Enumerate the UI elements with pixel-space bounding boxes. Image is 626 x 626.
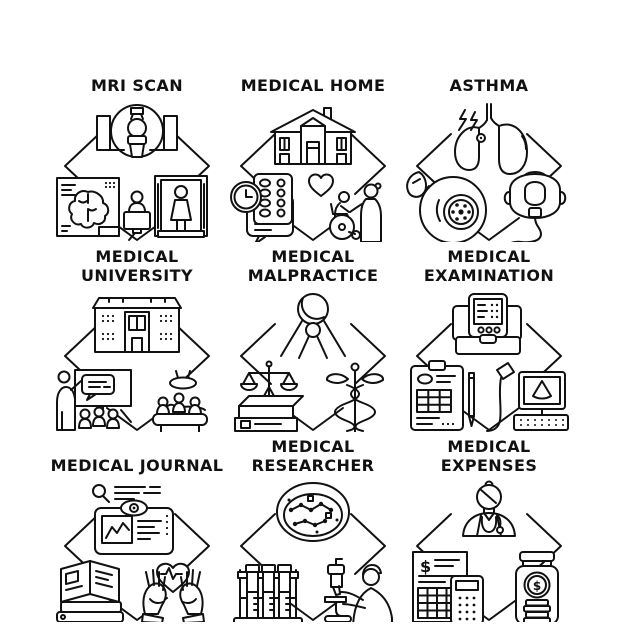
pill-blister-clock-icon bbox=[230, 173, 294, 242]
cell-title: MEDICAL MALPRACTICE bbox=[247, 246, 379, 286]
connector-lines bbox=[240, 513, 386, 621]
house-icon bbox=[270, 107, 356, 165]
concept-cell-medical-researcher: MEDICAL RESEARCHER bbox=[225, 432, 401, 622]
cell-title: ASTHMA bbox=[449, 76, 529, 96]
brain-scan-icon bbox=[56, 177, 120, 237]
university-building-icon bbox=[92, 297, 182, 353]
bill-calculator-icon: $ bbox=[412, 551, 484, 622]
petri-dish-icon bbox=[276, 482, 350, 542]
nurse-wheelchair-icon bbox=[329, 182, 382, 242]
nebulizer-mask-icon bbox=[503, 171, 567, 242]
gavel-icon bbox=[280, 293, 346, 359]
bronchiole-icon bbox=[406, 171, 487, 242]
medical-university-illustration bbox=[56, 297, 210, 432]
cell-title: MEDICAL HOME bbox=[240, 76, 386, 96]
mri-scan-illustration bbox=[56, 104, 210, 241]
medical-journal-illustration bbox=[56, 484, 210, 622]
hands-heart-icon bbox=[141, 562, 205, 622]
clipboard-pen-icon bbox=[410, 360, 475, 431]
concept-cell-medical-examination: MEDICAL EXAMINATION bbox=[401, 242, 577, 432]
monitor-device-icon bbox=[452, 293, 522, 355]
caduceus-icon bbox=[326, 362, 384, 432]
cell-title: MEDICAL RESEARCHER bbox=[251, 436, 375, 476]
lecture-icon bbox=[56, 369, 132, 431]
concept-cell-medical-expenses: MEDICAL EXPENSES $ bbox=[401, 432, 577, 622]
books-icon bbox=[56, 560, 124, 622]
cell-title: MEDICAL UNIVERSITY bbox=[81, 246, 193, 286]
concept-cell-medical-home: MEDICAL HOME bbox=[225, 52, 401, 242]
concept-cell-medical-university: MEDICAL UNIVERSITY bbox=[49, 242, 225, 432]
cell-title: MEDICAL EXPENSES bbox=[440, 436, 538, 476]
asthma-illustration bbox=[406, 103, 567, 242]
cell-title: MRI SCAN bbox=[90, 76, 183, 96]
cell-title: MEDICAL JOURNAL bbox=[50, 456, 224, 476]
body-scanner-icon bbox=[154, 175, 208, 238]
cell-title: MEDICAL EXAMINATION bbox=[423, 246, 555, 286]
doctor-icon bbox=[462, 480, 516, 537]
svg-text:$: $ bbox=[420, 557, 431, 576]
medical-home-illustration bbox=[230, 107, 386, 242]
concept-cell-asthma: ASTHMA bbox=[401, 52, 577, 242]
search-article-icon bbox=[92, 484, 161, 503]
concept-cell-medical-malpractice: MEDICAL MALPRACTICE bbox=[225, 242, 401, 432]
svg-text:$: $ bbox=[533, 579, 541, 593]
medical-researcher-illustration bbox=[233, 482, 393, 622]
heart-icon bbox=[308, 173, 334, 197]
mri-machine-icon bbox=[96, 104, 178, 158]
medical-expenses-illustration: $ $ bbox=[412, 480, 562, 622]
scales-book-icon bbox=[234, 360, 304, 432]
money-jar-icon: $ bbox=[515, 551, 559, 622]
microscope-researcher-icon bbox=[324, 558, 393, 622]
tablet-eye-icon bbox=[94, 499, 174, 555]
concept-cell-mri-scan: MRI SCAN bbox=[49, 52, 225, 242]
lungs-icon bbox=[454, 103, 528, 175]
medical-malpractice-illustration bbox=[234, 293, 386, 432]
medical-examination-illustration bbox=[410, 293, 569, 432]
test-tubes-icon bbox=[233, 564, 303, 622]
operator-computer-icon bbox=[123, 190, 151, 241]
concept-cell-medical-journal: MEDICAL JOURNAL bbox=[49, 432, 225, 622]
ultrasound-icon bbox=[486, 362, 569, 432]
operating-room-icon bbox=[152, 370, 208, 432]
